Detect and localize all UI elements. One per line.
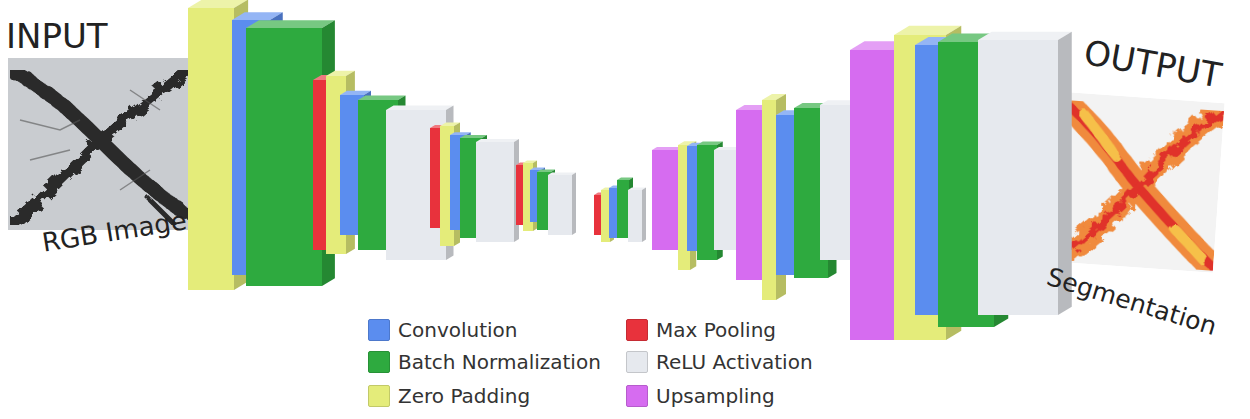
legend-text: Max Pooling <box>656 318 776 342</box>
legend-swatch <box>368 351 390 373</box>
layer-slab <box>476 142 514 242</box>
legend-text: Zero Padding <box>398 384 530 408</box>
layer-slab <box>358 96 406 101</box>
layer-slab <box>548 175 572 235</box>
legend-entry: Batch Normalization <box>368 350 601 374</box>
legend-entry: ReLU Activation <box>626 350 813 374</box>
layer-slab <box>601 190 610 242</box>
legend-swatch <box>368 319 390 341</box>
legend-text: Upsampling <box>656 384 775 408</box>
image-label: INPUT <box>6 16 108 56</box>
layer-slab <box>548 173 576 175</box>
layer-slab <box>628 190 642 242</box>
legend-entry: Convolution <box>368 318 518 342</box>
legend-swatch <box>626 385 648 407</box>
layer-slab <box>617 180 629 238</box>
layer-slab <box>714 150 736 250</box>
legend-text: ReLU Activation <box>656 350 813 374</box>
legend-entry: Max Pooling <box>626 318 776 342</box>
layer-slab <box>978 40 1058 315</box>
layer-slab <box>572 173 576 235</box>
layer-slab <box>762 100 776 300</box>
legend-entry: Zero Padding <box>368 384 530 408</box>
input-image <box>8 58 188 230</box>
image-label: OUTPUT <box>1081 32 1224 95</box>
output-image <box>1053 92 1224 273</box>
legend-swatch <box>626 351 648 373</box>
layer-slab <box>652 150 682 250</box>
layer-slab <box>978 32 1072 40</box>
legend-entry: Upsampling <box>626 384 775 408</box>
legend-swatch <box>626 319 648 341</box>
legend-swatch <box>368 385 390 407</box>
layer-slab <box>386 106 454 111</box>
layer-slab <box>188 8 234 290</box>
layer-slab <box>386 110 446 260</box>
layer-slab <box>476 139 519 142</box>
layer-slab <box>246 28 322 286</box>
legend-text: Convolution <box>398 318 518 342</box>
legend-text: Batch Normalization <box>398 350 601 374</box>
layer-slab <box>246 20 335 28</box>
layer-slab <box>642 188 646 242</box>
